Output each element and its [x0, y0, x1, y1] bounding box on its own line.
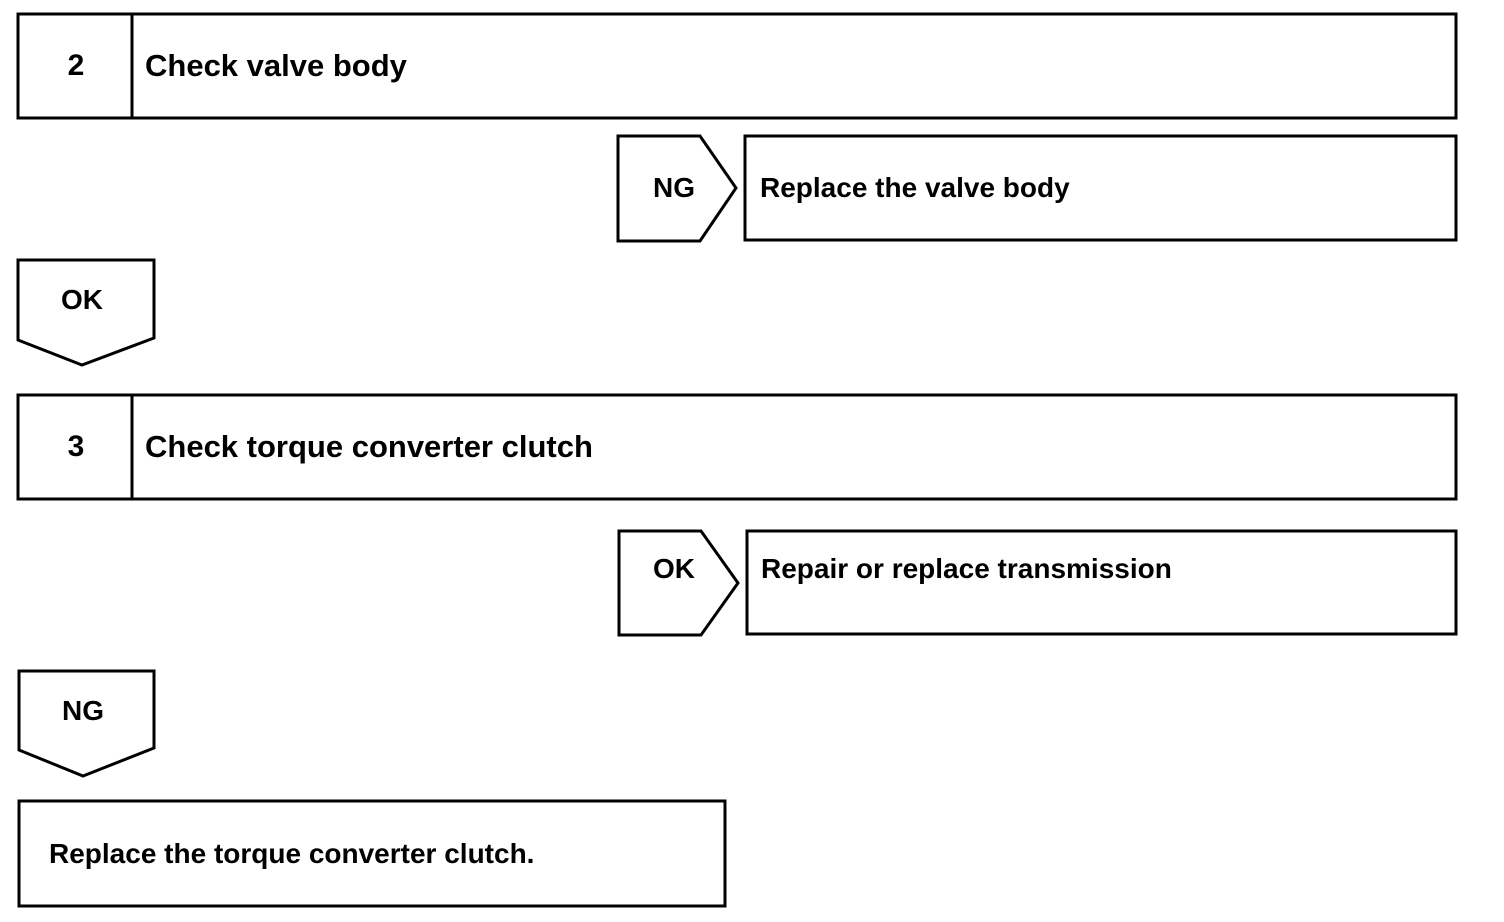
down-branch-ng-label: NG	[62, 695, 104, 726]
down-branch-ok-arrow	[16, 258, 156, 367]
side-branch-ok-arrow	[617, 529, 740, 637]
down-branch-ng-arrow	[17, 669, 156, 778]
step-3-title: Check torque converter clutch	[145, 429, 593, 464]
step-2-number: 2	[67, 49, 85, 82]
down-branch-ok-label: OK	[61, 284, 103, 315]
final-action-text: Replace the torque converter clutch.	[49, 838, 535, 869]
side-branch-ng-arrow	[616, 134, 738, 243]
step-2-title: Check valve body	[145, 48, 407, 83]
side-branch-ng-label: NG	[653, 172, 695, 203]
side-branch-ok-label: OK	[653, 553, 695, 584]
side-branch-ok-action: Repair or replace transmission	[761, 553, 1172, 584]
side-branch-ng-action: Replace the valve body	[760, 172, 1070, 203]
step-2-box	[16, 12, 1458, 120]
final-action-box	[17, 799, 727, 908]
step-3-number: 3	[67, 430, 85, 463]
side-branch-ng-result-box	[743, 134, 1458, 242]
side-branch-ok-result-box	[745, 529, 1458, 636]
step-3-box	[16, 393, 1458, 501]
